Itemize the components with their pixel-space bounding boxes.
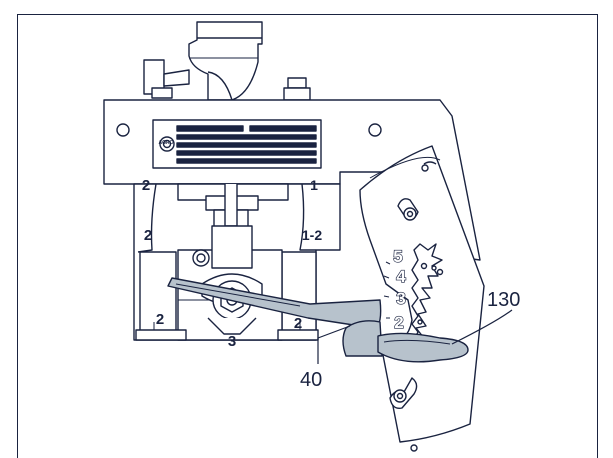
upper-slot-bolt bbox=[397, 198, 419, 221]
top-inlet bbox=[188, 21, 263, 101]
scale-mark-5: 5 bbox=[393, 247, 402, 266]
figure-frame bbox=[17, 14, 598, 458]
left-fitting bbox=[143, 59, 190, 99]
leader-lines bbox=[317, 309, 513, 364]
right-fitting bbox=[283, 77, 311, 101]
scale-ticks bbox=[383, 261, 391, 319]
leader-130 bbox=[451, 309, 513, 345]
brand-mark: AGRO bbox=[159, 140, 174, 146]
mounting-hole-right bbox=[368, 123, 382, 137]
port-mark-bottom-center: 3 bbox=[228, 333, 236, 350]
port-mark-mid-left: 2 bbox=[144, 227, 152, 244]
mounting-hole-left bbox=[116, 123, 130, 137]
scale-mark-4: 4 bbox=[396, 267, 406, 286]
scale-mark-3: 3 bbox=[396, 289, 405, 308]
scale-mark-2: 2 bbox=[394, 313, 403, 332]
label-plate bbox=[152, 119, 322, 169]
sector-scale: 5 4 3 2 bbox=[393, 246, 407, 332]
lower-slot-bolt bbox=[389, 377, 418, 409]
port-mark-bottom-right: 2 bbox=[294, 315, 302, 332]
callout-40: 40 bbox=[300, 369, 322, 391]
port-mark-right-top: 1 bbox=[310, 177, 318, 193]
callout-130: 130 bbox=[487, 289, 520, 311]
body-markings: AGRO 2 2 1 1-2 2 3 2 bbox=[142, 140, 323, 350]
lever-handle bbox=[342, 320, 469, 363]
port-mark-right-mid: 1-2 bbox=[302, 227, 322, 243]
detent-track bbox=[411, 243, 444, 341]
port-mark-bottom-left: 2 bbox=[156, 311, 164, 328]
leader-40 bbox=[317, 325, 351, 364]
port-mark-upper-left: 2 bbox=[142, 177, 150, 194]
